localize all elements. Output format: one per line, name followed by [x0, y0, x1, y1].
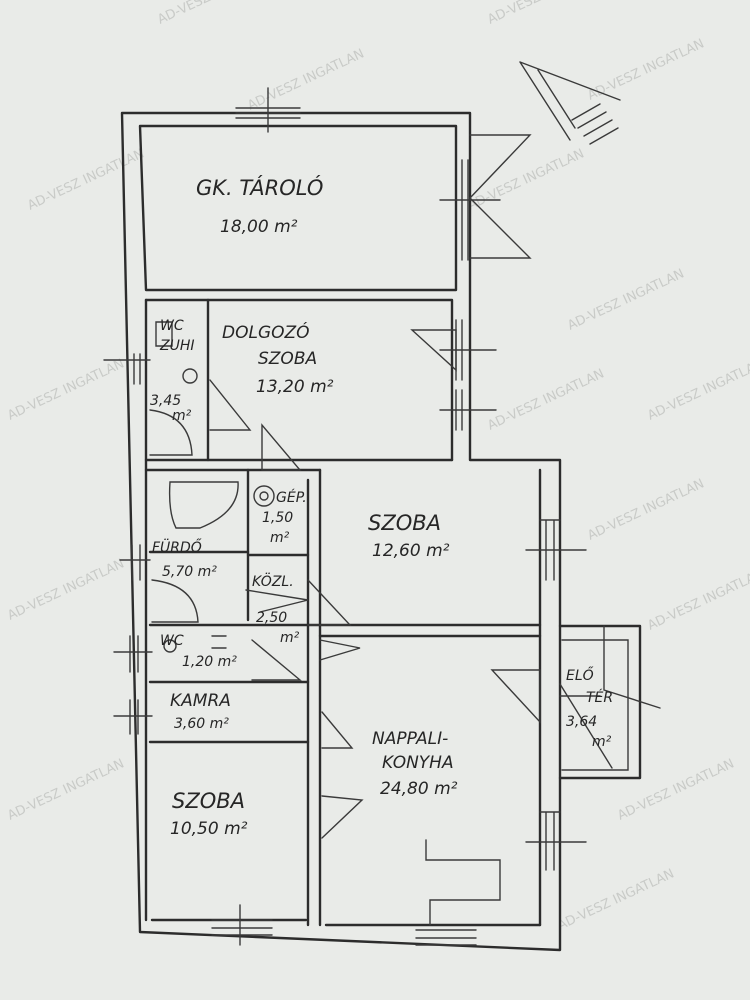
room-labels: GK. TÁROLÓ 18,00 m² WC ZUHI 3,45 m² DOLG…	[150, 175, 613, 839]
utility-area-2: m²	[270, 530, 290, 546]
watermark: AD-VESZ INGATLAN	[5, 356, 126, 423]
walls	[120, 111, 642, 952]
watermarks: AD-VESZ INGATLAN AD-VESZ INGATLAN AD-VES…	[5, 0, 750, 934]
study-name-2: SZOBA	[258, 349, 317, 369]
bathtub-icon	[168, 481, 239, 529]
kitchen-name-1: NAPPALI-	[372, 729, 448, 749]
watermark: AD-VESZ INGATLAN	[555, 866, 676, 933]
garage-name: GK. TÁROLÓ	[196, 175, 323, 200]
hall-area-2: m²	[280, 630, 300, 646]
watermark: AD-VESZ INGATLAN	[5, 556, 126, 623]
watermark: AD-VESZ INGATLAN	[155, 0, 276, 28]
wc-area: 1,20 m²	[182, 654, 237, 670]
north-arrow-icon	[519, 61, 621, 145]
entry-area-2: m²	[592, 734, 612, 750]
watermark: AD-VESZ INGATLAN	[25, 146, 146, 213]
room2-name: SZOBA	[172, 789, 245, 813]
hall-name: KÖZL.	[252, 572, 294, 590]
watermark: AD-VESZ INGATLAN	[245, 46, 366, 113]
wc-shower-name-2: ZUHI	[159, 338, 195, 354]
watermark: AD-VESZ INGATLAN	[645, 356, 750, 423]
wash-basin-icon	[211, 635, 227, 649]
watermark: AD-VESZ INGATLAN	[645, 566, 750, 633]
windows	[103, 87, 587, 946]
kitchen-name-2: KONYHA	[382, 753, 454, 773]
wc-shower-name-1: WC	[160, 318, 184, 334]
garage-area: 18,00 m²	[220, 217, 298, 237]
watermark: AD-VESZ INGATLAN	[485, 0, 606, 28]
utility-name: GÉP.	[276, 489, 307, 506]
watermark: AD-VESZ INGATLAN	[485, 366, 606, 433]
bath-name: FÜRDŐ	[152, 538, 202, 556]
watermark: AD-VESZ INGATLAN	[585, 476, 706, 543]
kitchen-area: 24,80 m²	[380, 779, 458, 799]
entry-name-2: TÉR	[586, 689, 613, 706]
washing-machine-drum-icon	[259, 491, 269, 501]
room1-name: SZOBA	[368, 511, 441, 535]
toilet-tank-icon	[155, 321, 173, 347]
watermark: AD-VESZ INGATLAN	[565, 266, 686, 333]
watermark: AD-VESZ INGATLAN	[465, 146, 586, 213]
wc-shower-area-1: 3,45	[150, 393, 181, 409]
hall-area-1: 2,50	[256, 610, 287, 626]
room2-area: 10,50 m²	[170, 819, 248, 839]
pantry-area: 3,60 m²	[174, 716, 229, 732]
study-area: 13,20 m²	[256, 377, 334, 397]
room1-area: 12,60 m²	[372, 541, 450, 561]
utility-area-1: 1,50	[262, 510, 293, 526]
entry-area-1: 3,64	[566, 714, 597, 730]
study-name-1: DOLGOZÓ	[222, 321, 310, 343]
watermark: AD-VESZ INGATLAN	[5, 756, 126, 823]
doors	[149, 134, 661, 839]
wc-shower-area-2: m²	[172, 408, 192, 424]
sink-icon	[182, 368, 198, 384]
entry-name-1: ELŐ	[566, 666, 594, 684]
wc-name: WC	[160, 633, 184, 649]
bath-area: 5,70 m²	[162, 564, 217, 580]
toilet-icon	[163, 639, 177, 653]
pantry-name: KAMRA	[170, 691, 231, 711]
watermark: AD-VESZ INGATLAN	[615, 756, 736, 823]
washing-machine-icon	[253, 485, 275, 507]
fixtures	[155, 321, 275, 653]
